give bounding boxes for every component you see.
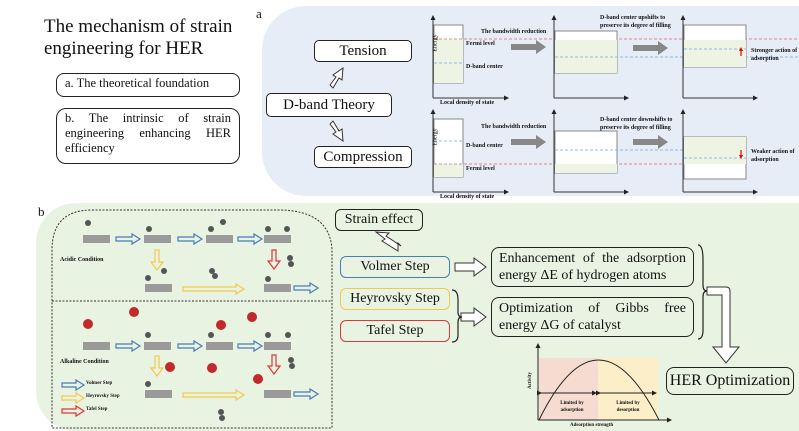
dos-axis-label: Local density of state [440,194,495,200]
legend-volmer: Volmer Step [86,381,113,386]
right-bracket [697,244,708,340]
reaction-container [51,209,333,429]
gray-arrow [633,139,658,145]
legend-tafel: Tafel Step [86,407,108,412]
gray-arrow [633,45,658,51]
upshift-label: D-band center upshifts to preserve its d… [600,15,671,29]
fermi-label: Fermi level [466,166,495,172]
legend-heyrovsky: Heyrovsky Step [86,394,120,399]
heyrovsky-step-box: Heyrovsky Step [340,288,450,310]
panel-b-label: b [38,204,45,219]
acidic-label: Acidic Condition [60,257,104,263]
dband-theory-box: D-band Theory [266,93,392,117]
to-her-arrow [706,286,741,364]
limited-adsorption-label: Limited by adsorption [560,401,584,413]
fermi-label: Fermi level [466,41,495,47]
dos-axis-label: Local density of state [440,100,495,106]
steps-to-optimize-arrow [460,307,487,327]
optimization-box: Optimization of Gibbs free energy ΔG of … [491,297,694,337]
bandwidth-label: The bandwidth reduction [481,29,547,35]
tension-dos-2 [551,15,799,101]
volmer-to-enhance-arrow [454,257,487,277]
volmer-step-box: Volmer Step [340,256,450,278]
activity-axis-label: Activity [527,372,533,389]
tension-dos-1 [430,15,799,101]
outline-item-b: b. The intrinsic of strain engineering e… [56,108,240,164]
compression-dos-3 [680,109,758,195]
enhancement-box: Enhancement of the adsorption energy ΔE … [491,247,694,287]
tension-box: Tension [314,40,412,62]
arrow-to-compression [329,120,344,143]
gray-arrow [511,44,536,50]
downshift-label: D-band center downshifts to preserve its… [600,117,673,131]
page-title: The mechanism of strain engineering for … [44,16,233,59]
limited-desorption-label: Limited by desorption [616,401,640,413]
desorption-region [598,358,658,420]
compression-box: Compression [314,146,412,168]
outline-item-a: a. The theoretical foundation [56,73,240,97]
strain-to-volmer-arrow [374,231,402,252]
tafel-step-box: Tafel Step [340,320,450,342]
her-optimization-box: HER Optimization [666,367,794,395]
alkaline-label: Alkaline Condition [60,359,109,365]
arrow-to-tension [329,66,344,89]
panel-a-label: a [256,6,262,21]
tension-dos-3 [680,15,758,101]
stronger-label: Stronger action of adsorption [751,48,798,62]
gray-arrow [511,139,536,145]
adsorption-region [539,358,598,420]
weaker-label: Weaker action of adsorption [751,149,795,163]
dband-label: D-band center [466,64,503,70]
dband-label: D-band center [466,143,503,149]
steps-bracket [451,289,463,343]
bandwidth-label: The bandwidth reduction [481,124,547,130]
compression-dos-2 [551,109,746,195]
strain-effect-box: Strain effect [335,209,423,231]
adsorption-axis-label: Adsorption strength [570,423,614,428]
compression-dos-1 [430,109,746,195]
